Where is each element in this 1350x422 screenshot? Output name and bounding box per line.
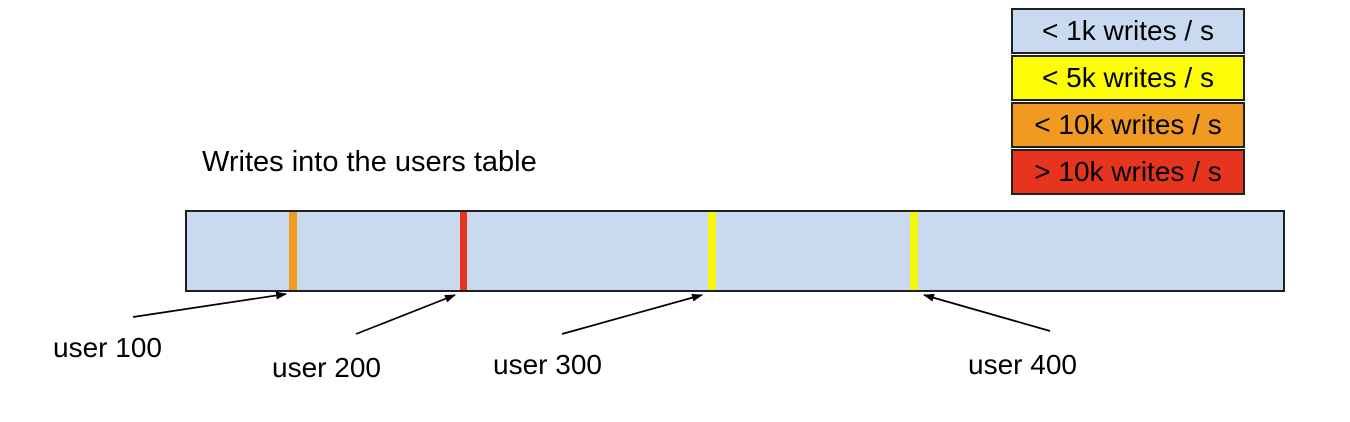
user-200-label: user 200 bbox=[272, 352, 381, 383]
diagram-title: Writes into the users table bbox=[202, 146, 537, 178]
users-table-bar bbox=[185, 210, 1285, 292]
legend-item-gt-10k: > 10k writes / s bbox=[1011, 149, 1245, 195]
user-300-label: user 300 bbox=[493, 349, 602, 380]
user-100-label: user 100 bbox=[53, 332, 162, 363]
arrow-user-300 bbox=[561, 293, 703, 335]
legend: < 1k writes / s < 5k writes / s < 10k wr… bbox=[1011, 8, 1245, 196]
user-100-write-rate-marker bbox=[289, 212, 297, 290]
arrow-user-400 bbox=[923, 293, 1051, 332]
arrow-user-100 bbox=[132, 291, 287, 318]
user-400-write-rate-marker bbox=[910, 212, 918, 290]
legend-item-lt-1k: < 1k writes / s bbox=[1011, 8, 1245, 54]
user-300-write-rate-marker bbox=[708, 212, 716, 290]
arrow-user-200 bbox=[355, 294, 456, 335]
user-400-label: user 400 bbox=[968, 349, 1077, 380]
legend-item-lt-10k: < 10k writes / s bbox=[1011, 102, 1245, 148]
user-200-write-rate-marker bbox=[460, 212, 467, 290]
legend-item-lt-5k: < 5k writes / s bbox=[1011, 55, 1245, 101]
